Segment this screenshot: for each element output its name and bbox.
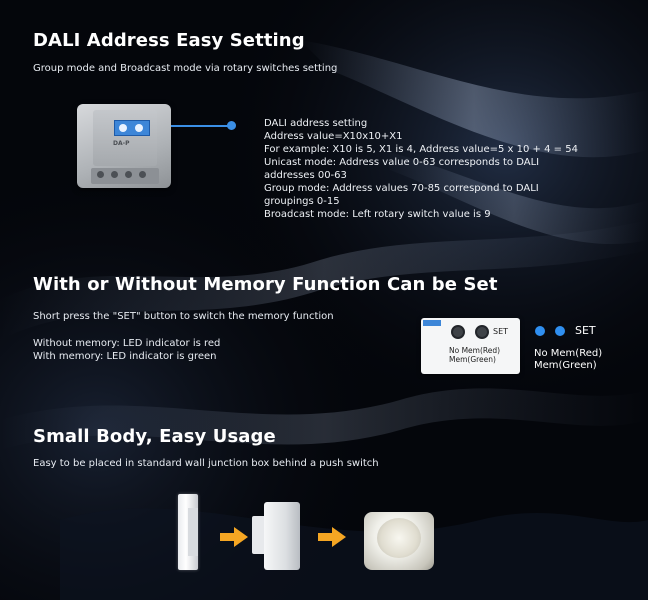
section2-subtitle: Short press the "SET" button to switch t… — [33, 311, 334, 322]
desc-line: For example: X10 is 5, X1 is 4, Address … — [264, 144, 578, 155]
device-caption-line1: No Mem(Red) — [449, 346, 501, 355]
led-indicator-icon — [535, 326, 545, 336]
junction-box-inner — [377, 518, 421, 558]
section3-subtitle: Easy to be placed in standard wall junct… — [33, 458, 379, 469]
with-memory-text: With memory: LED indicator is green — [33, 351, 217, 362]
desc-line: Group mode: Address values 70-85 corresp… — [264, 183, 539, 194]
desc-line: Unicast mode: Address value 0-63 corresp… — [264, 157, 540, 168]
dali-setting-description: DALI address setting Address value=X10x1… — [264, 117, 578, 221]
device-tag — [423, 320, 441, 326]
indicator-legend-line1: No Mem(Red) — [534, 348, 603, 359]
terminal-block — [91, 168, 159, 184]
device-caption: No Mem(Red) Mem(Green) — [449, 346, 500, 364]
device-model-text: DA-P — [113, 140, 130, 147]
device-caption-line2: Mem(Green) — [449, 355, 496, 364]
section2-title: With or Without Memory Function Can be S… — [33, 274, 498, 295]
desc-line: DALI address setting — [264, 118, 368, 129]
section1-title: DALI Address Easy Setting — [33, 30, 305, 51]
desc-line: Address value=X10x10+X1 — [264, 131, 403, 142]
set-button — [475, 325, 489, 339]
indicator-legend: No Mem(Red) Mem(Green) — [534, 348, 602, 372]
arrow-right-icon — [318, 527, 346, 547]
dali-device-image: DA-P — [77, 104, 171, 188]
set-indicator-icon — [555, 326, 565, 336]
desc-line: addresses 00-63 — [264, 170, 347, 181]
device-set-label: SET — [493, 327, 509, 336]
callout-line — [171, 125, 231, 127]
desc-line: Broadcast mode: Left rotary switch value… — [264, 209, 491, 220]
memory-device-image: SET No Mem(Red) Mem(Green) — [421, 318, 520, 374]
dimmer-module-back — [252, 516, 266, 554]
memory-led-button — [451, 325, 465, 339]
rotary-switch-label — [114, 120, 150, 136]
push-switch-side — [188, 508, 198, 556]
callout-dot — [227, 121, 236, 130]
section1-subtitle: Group mode and Broadcast mode via rotary… — [33, 63, 338, 74]
without-memory-text: Without memory: LED indicator is red — [33, 338, 221, 349]
indicator-set-label: SET — [575, 324, 596, 337]
indicator-legend-line2: Mem(Green) — [534, 360, 597, 371]
desc-line: groupings 0-15 — [264, 196, 340, 207]
arrow-right-icon — [220, 527, 248, 547]
section3-title: Small Body, Easy Usage — [33, 426, 276, 447]
dimmer-module-image — [264, 502, 300, 570]
